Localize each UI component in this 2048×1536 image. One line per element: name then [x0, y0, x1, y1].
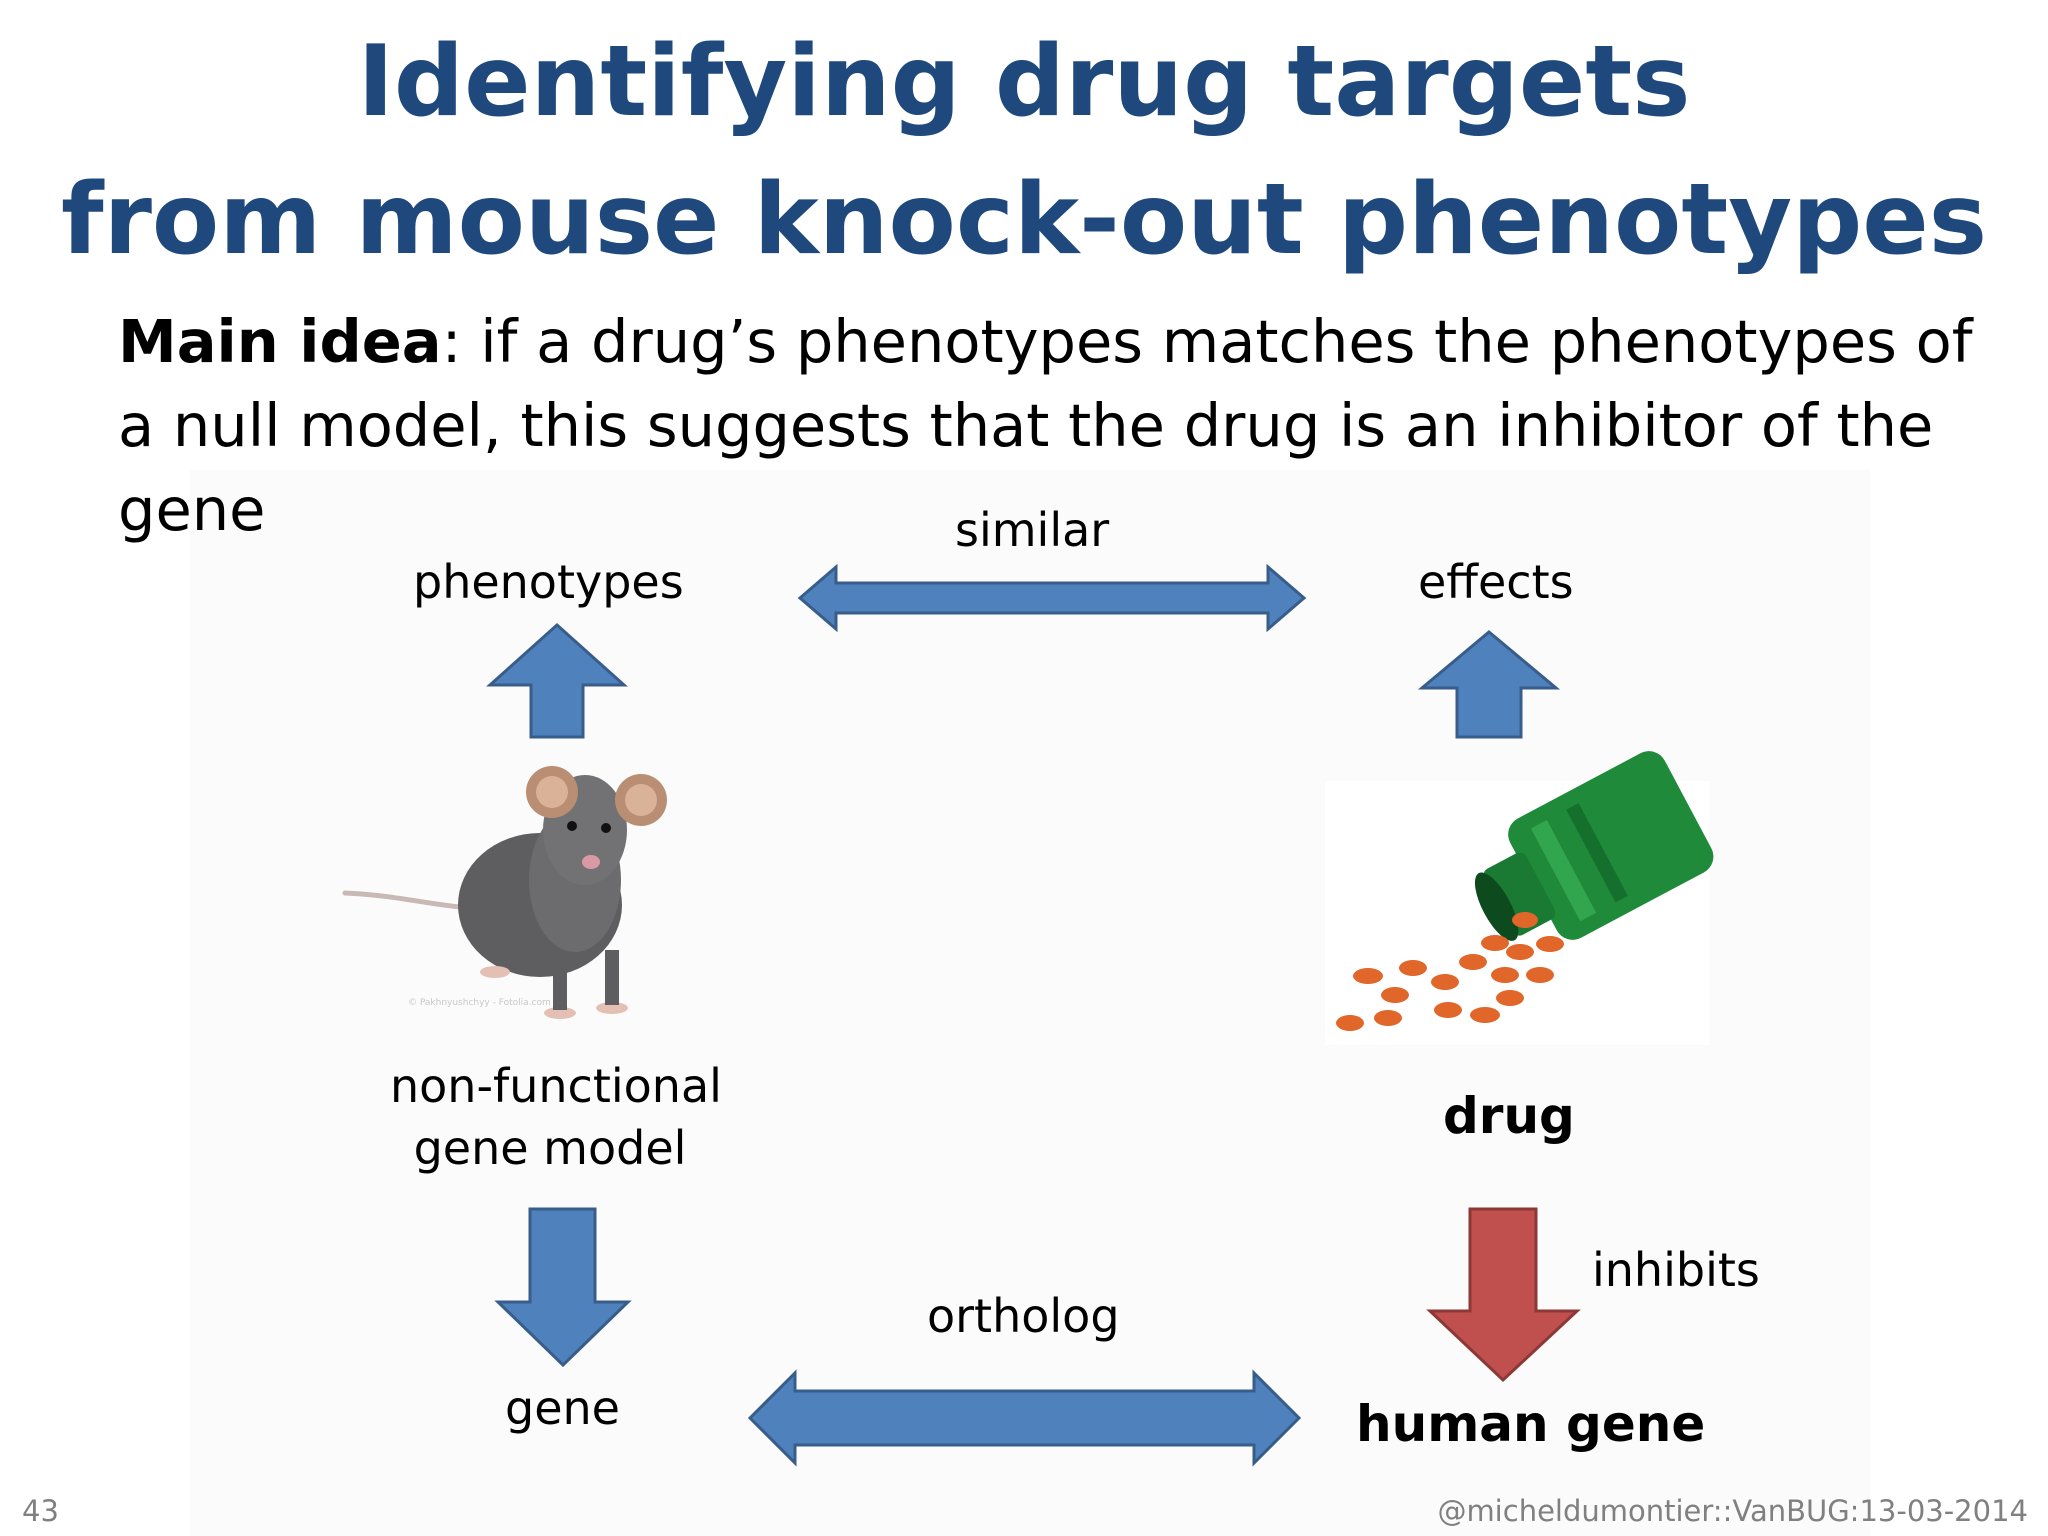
inhibits-label: inhibits	[1592, 1243, 1760, 1297]
ortholog-label: ortholog	[927, 1289, 1120, 1343]
model-to-gene-arrow	[494, 1207, 632, 1368]
model-to-phenotypes-arrow	[486, 622, 628, 739]
drug-inhibits-gene-arrow	[1426, 1207, 1581, 1383]
similar-double-arrow	[797, 563, 1307, 633]
main-idea-label: Main idea	[118, 307, 442, 376]
mouse-image: © Pakhnyushchyy - Fotolia.com	[342, 766, 667, 1019]
gene-label: gene	[505, 1381, 620, 1435]
phenotypes-label: phenotypes	[413, 555, 684, 609]
slide-title-line-2: from mouse knock-out phenotypes	[60, 163, 1988, 277]
footer-credit: @micheldumontier::VanBUG:13-03-2014	[1437, 1494, 2028, 1528]
effects-label: effects	[1418, 555, 1574, 609]
mouse-image-credit: © Pakhnyushchyy - Fotolia.com	[408, 998, 551, 1008]
main-idea-text: : if a drug’s phenotypes matches the phe…	[118, 307, 1973, 544]
model-label-line-2: gene model	[413, 1121, 687, 1175]
pill-bottle-image	[1325, 751, 1714, 1045]
main-idea-paragraph: Main idea: if a drug’s phenotypes matche…	[118, 300, 1978, 552]
drug-to-effects-arrow	[1417, 630, 1561, 739]
slide-title-line-1: Identifying drug targets	[357, 25, 1691, 139]
human-gene-label: human gene	[1356, 1395, 1706, 1453]
model-label-line-1: non-functional	[390, 1059, 722, 1113]
page-number: 43	[22, 1494, 59, 1528]
drug-label: drug	[1443, 1087, 1575, 1145]
ortholog-double-arrow	[747, 1369, 1302, 1467]
similar-label: similar	[955, 503, 1110, 557]
